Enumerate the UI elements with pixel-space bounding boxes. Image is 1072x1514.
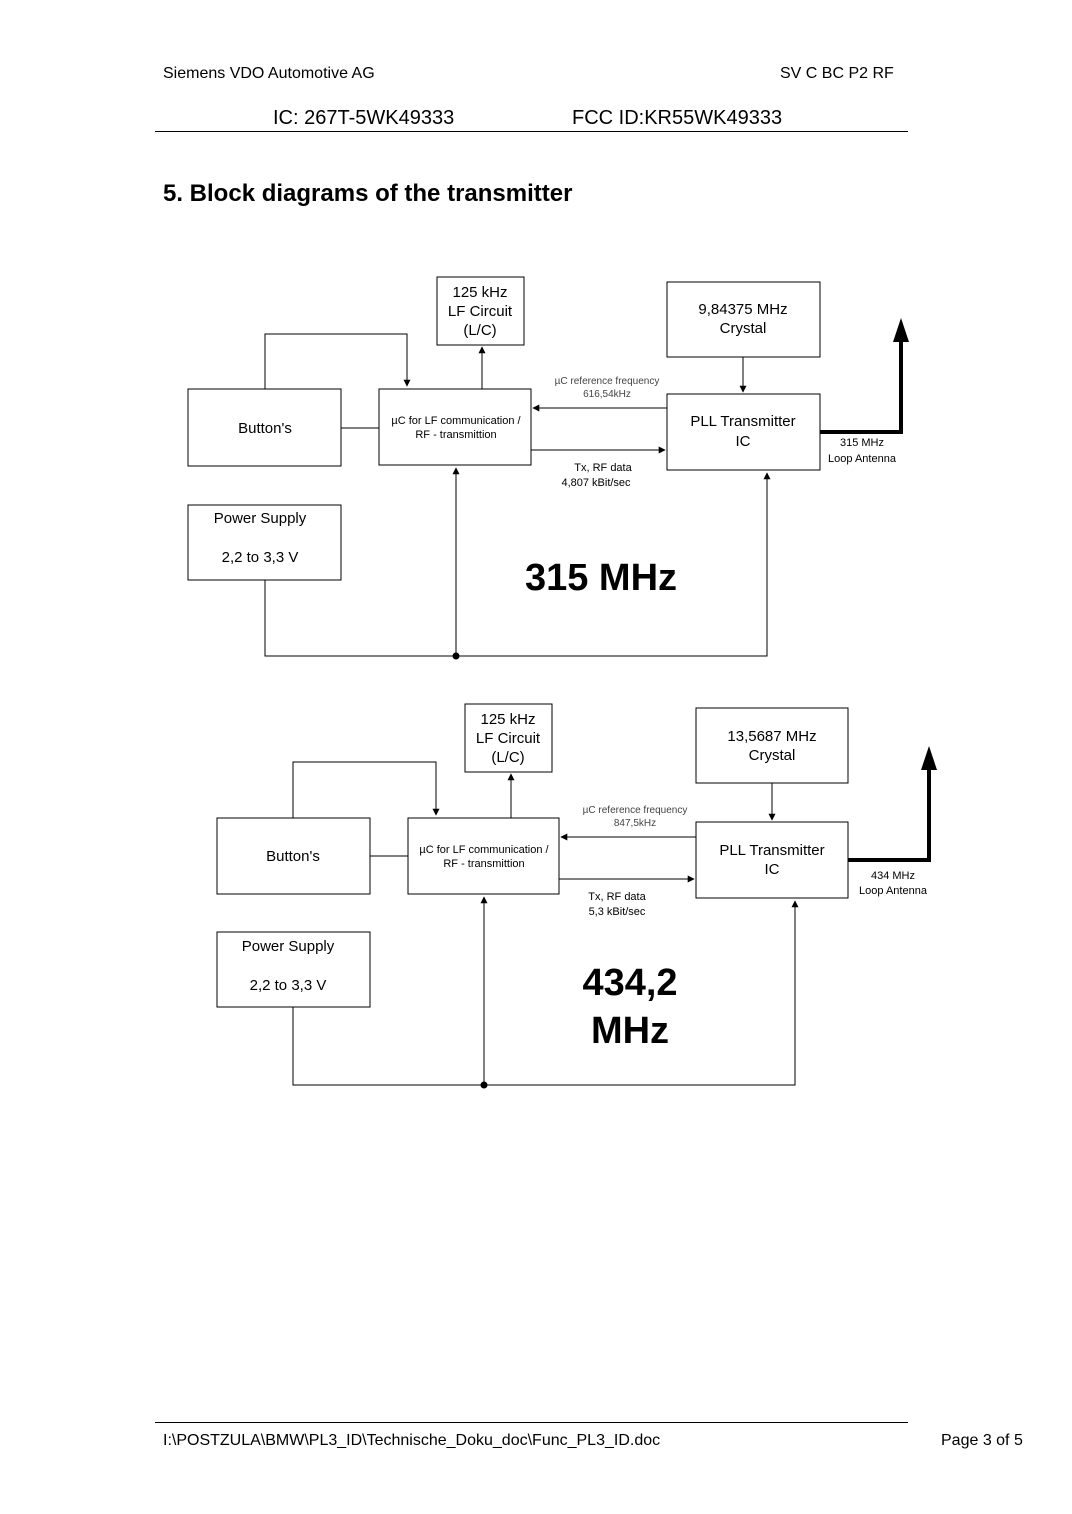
junction-dot	[452, 652, 460, 660]
lf-circuit-line: (L/C)	[491, 749, 524, 766]
tx-data-label: Tx, RF data	[588, 891, 646, 903]
pll-transmitter-box	[666, 393, 821, 471]
uc-box	[378, 388, 532, 466]
buttons-to-uc-wire	[292, 761, 440, 818]
ref-freq-value: 616,54kHz	[583, 389, 631, 400]
tx-data-rate: 5,3 kBit/sec	[589, 906, 646, 918]
buttons-to-uc-wire	[264, 333, 411, 389]
power-supply-voltage: 2,2 to 3,3 V	[222, 549, 299, 566]
crystal-line: Crystal	[749, 747, 796, 764]
lf-circuit-line: 125 kHz	[452, 284, 507, 301]
power-bus-wire	[264, 472, 771, 657]
pll-line: IC	[736, 433, 751, 450]
block-diagram-434: 125 kHz LF Circuit (L/C) 13,5687 MHz Cry…	[216, 703, 937, 1089]
tx-data-rate: 4,807 kBit/sec	[561, 477, 631, 489]
pll-transmitter-box	[695, 821, 849, 899]
header-rule	[155, 131, 908, 132]
junction-dot	[480, 1081, 488, 1089]
frequency-big-label: 434,2	[582, 962, 677, 1004]
power-bus-wire	[292, 900, 799, 1086]
power-supply-title: Power Supply	[242, 938, 335, 955]
antenna-line	[820, 330, 903, 434]
uc-line: µC for LF communication /	[419, 844, 549, 856]
tx-data-label: Tx, RF data	[574, 462, 632, 474]
footer-file-path: I:\POSTZULA\BMW\PL3_ID\Technische_Doku_d…	[163, 1432, 661, 1449]
power-supply-voltage: 2,2 to 3,3 V	[250, 977, 327, 994]
crystal-box	[695, 707, 849, 784]
ref-freq-value: 847,5kHz	[614, 818, 656, 829]
lf-circuit-line: LF Circuit	[476, 730, 541, 747]
power-supply-title: Power Supply	[214, 510, 307, 527]
header-company: Siemens VDO Automotive AG	[163, 65, 375, 82]
uc-line: RF - transmittion	[443, 858, 524, 870]
ref-freq-label: µC reference frequency	[583, 805, 688, 816]
lf-circuit-box	[464, 703, 553, 773]
header-department: SV C BC P2 RF	[780, 65, 894, 82]
lf-circuit-line: LF Circuit	[448, 303, 513, 320]
uc-line: RF - transmittion	[415, 429, 496, 441]
buttons-label: Button's	[238, 420, 292, 437]
antenna-line	[848, 760, 931, 862]
antenna-arrow-icon	[921, 746, 937, 770]
pll-line: IC	[765, 861, 780, 878]
block-diagram-315: 125 kHz LF Circuit (L/C) 9,84375 MHz Cry…	[187, 276, 909, 660]
buttons-label: Button's	[266, 848, 320, 865]
lf-circuit-line: (L/C)	[463, 322, 496, 339]
uc-box	[407, 817, 560, 895]
ic-id: IC: 267T-5WK49333	[273, 107, 455, 129]
frequency-big-label: 315 MHz	[525, 557, 677, 599]
fcc-id: FCC ID:KR55WK49333	[572, 107, 783, 129]
footer-page-number: Page 3 of 5	[941, 1432, 1023, 1449]
lf-circuit-line: 125 kHz	[480, 711, 535, 728]
crystal-line: Crystal	[720, 320, 767, 337]
uc-line: µC for LF communication /	[391, 415, 521, 427]
ref-freq-label: µC reference frequency	[555, 376, 660, 387]
frequency-big-label: MHz	[591, 1010, 669, 1052]
section-title: 5. Block diagrams of the transmitter	[163, 180, 573, 207]
crystal-line: 9,84375 MHz	[698, 301, 787, 318]
lf-circuit-box	[436, 276, 525, 346]
pll-line: PLL Transmitter	[690, 413, 795, 430]
antenna-label: Loop Antenna	[859, 885, 928, 897]
antenna-label: Loop Antenna	[828, 453, 897, 465]
antenna-freq: 434 MHz	[871, 870, 915, 882]
footer-rule	[155, 1422, 908, 1423]
crystal-line: 13,5687 MHz	[727, 728, 816, 745]
pll-line: PLL Transmitter	[719, 842, 824, 859]
antenna-arrow-icon	[893, 318, 909, 342]
antenna-freq: 315 MHz	[840, 437, 884, 449]
